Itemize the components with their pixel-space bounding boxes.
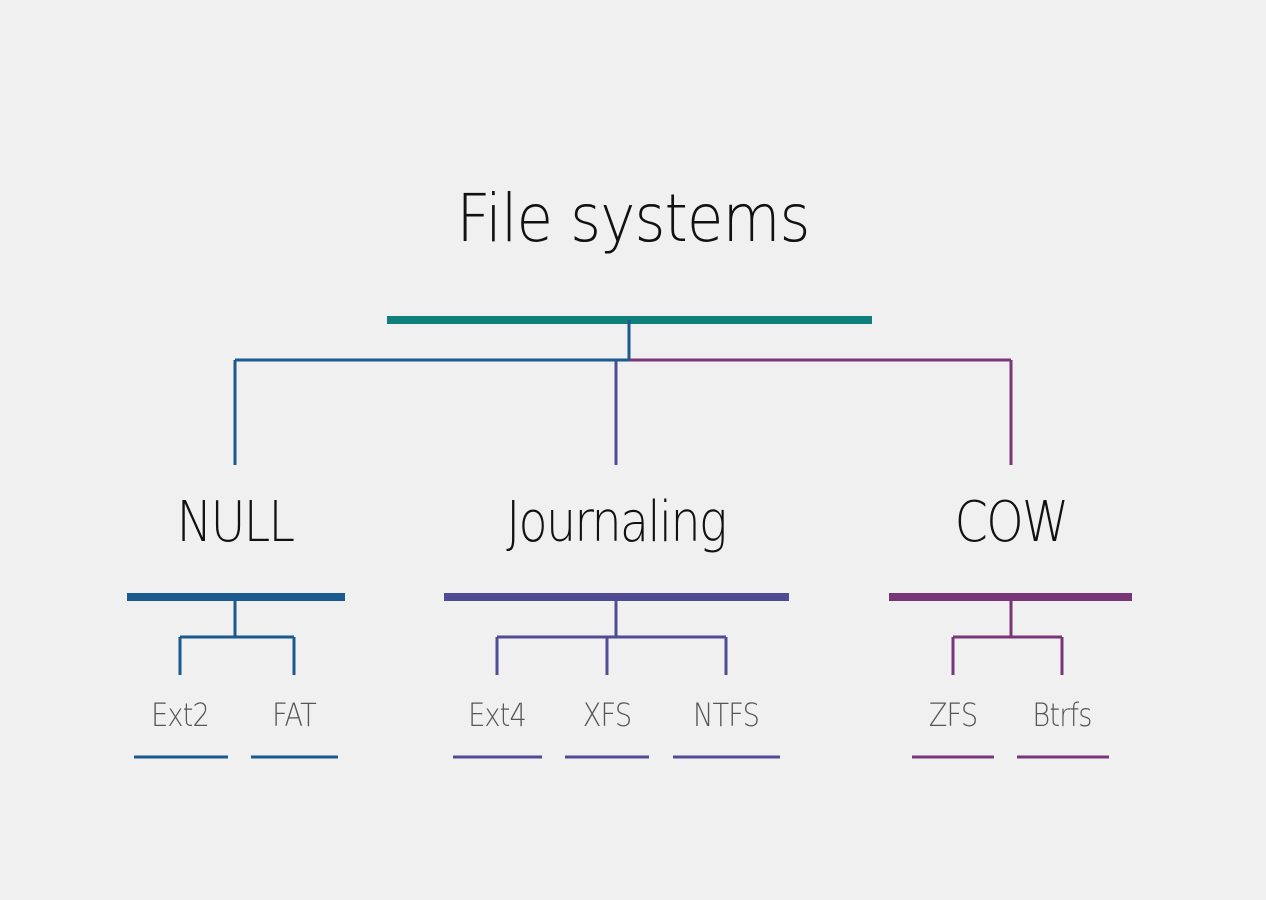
leaf-ext4: Ext4 <box>468 696 527 734</box>
leaf-zfs: ZFS <box>928 696 978 734</box>
root-title: File systems <box>456 180 810 257</box>
leaf-ntfs: NTFS <box>692 696 760 734</box>
leaf-ext2: Ext2 <box>151 696 210 734</box>
group-title-journaling: Journaling <box>506 490 727 555</box>
leaf-fat: FAT <box>272 696 317 734</box>
leaf-xfs: XFS <box>582 696 632 734</box>
leaf-btrfs: Btrfs <box>1032 696 1092 734</box>
group-title-cow: COW <box>954 490 1069 555</box>
group-title-null: NULL <box>176 490 295 555</box>
